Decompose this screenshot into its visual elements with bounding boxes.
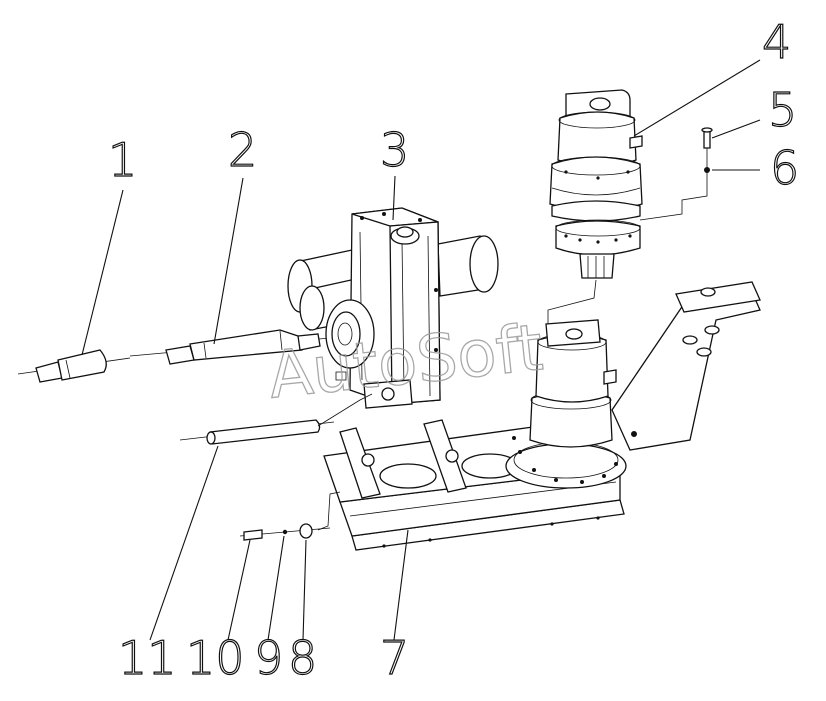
label-part-8: 8 [288,631,317,685]
label-part-7: 7 [380,631,409,685]
part-2-shaft [129,329,331,365]
part-4-motor [547,89,643,324]
label-part-5: 5 [768,83,797,137]
label-part-4: 4 [762,15,791,69]
label-part-2: 2 [228,123,257,177]
label-part-3: 3 [380,123,409,177]
label-part-10: 10 [186,631,245,685]
label-part-11: 11 [118,631,177,685]
part-8-washer [299,491,341,539]
part-number-labels: 1 2 3 4 5 6 7 8 9 10 11 [107,14,799,685]
label-part-9: 9 [254,631,283,685]
part-3-gearbox [287,207,499,409]
part-1-sleeve [17,349,131,383]
label-part-1: 1 [108,133,137,187]
part-6-washer [639,148,710,221]
leader-lines [81,59,761,641]
part-11-pin [179,393,373,445]
part-9-washer [282,529,288,535]
part-7-base-frame [323,281,761,551]
part-5-bolt [701,127,713,149]
label-part-6: 6 [770,141,799,195]
part-10-bolt [239,527,331,541]
